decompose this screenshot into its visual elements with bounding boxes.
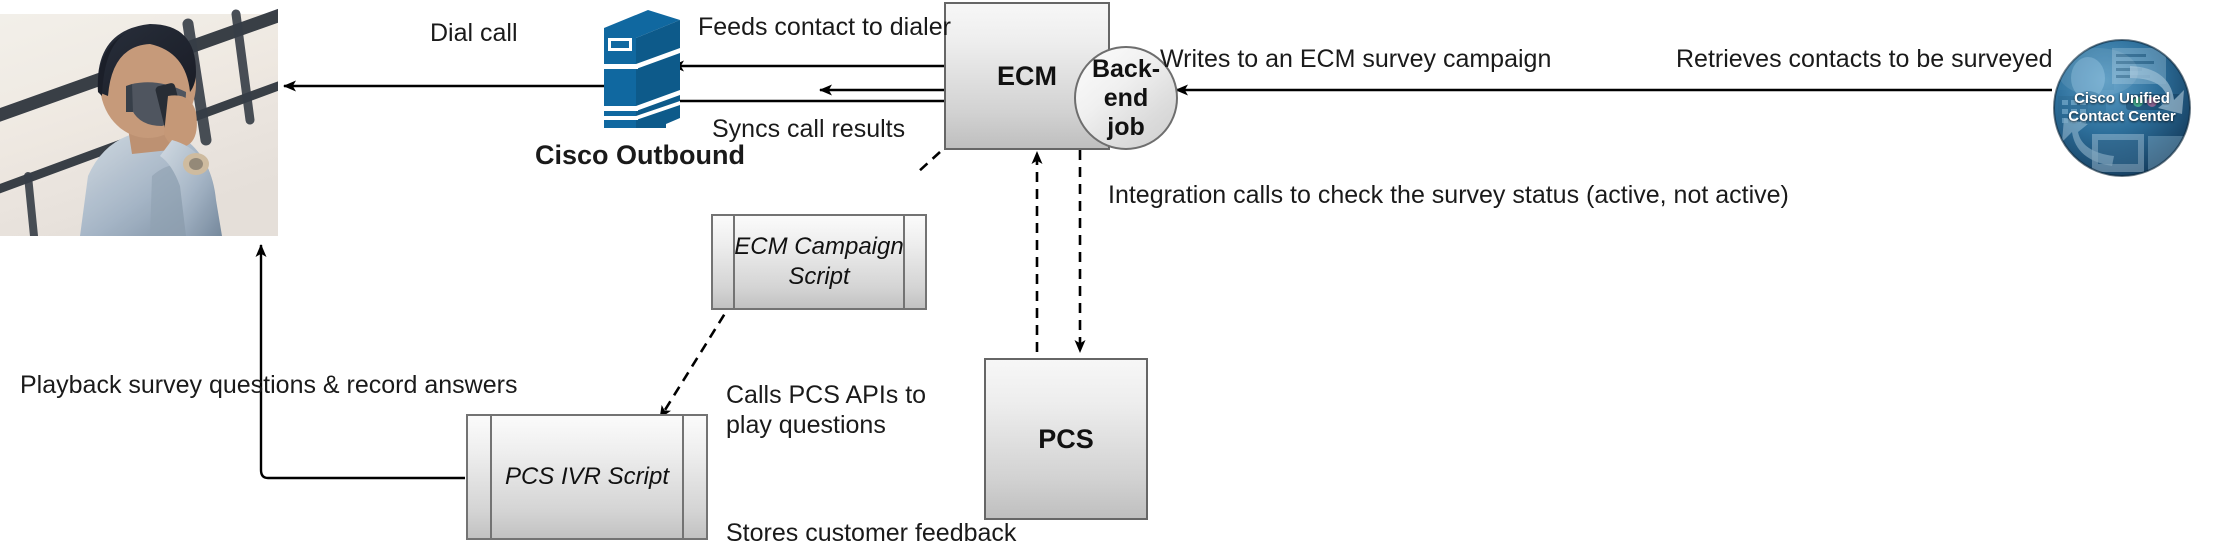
edge-label-feeds-contact: Feeds contact to dialer — [698, 13, 951, 41]
edge-label-calls-pcs-apis-line2: play questions — [726, 411, 886, 439]
pcs-ivr-script-label: PCS IVR Script — [504, 463, 670, 490]
edge-label-writes-campaign: Writes to an ECM survey campaign — [1160, 45, 1552, 73]
pp-left-bar — [733, 216, 735, 308]
cisco-unified-contact-center-logo: Cisco Unified Contact Center — [2052, 38, 2192, 178]
ecm-campaign-script-label: ECM Campaign Script — [713, 232, 925, 292]
ecm-campaign-script-node[interactable]: ECM Campaign Script — [711, 214, 927, 310]
pp-right-bar — [682, 416, 684, 538]
pcs-ivr-script-node[interactable]: PCS IVR Script — [466, 414, 708, 540]
logo-text-line2: Contact Center — [2068, 108, 2176, 125]
edge-label-integration-calls: Integration calls to check the survey st… — [1108, 181, 1789, 209]
edge-label-playback-survey: Playback survey questions & record answe… — [20, 371, 518, 399]
logo-text-line1: Cisco Unified — [2074, 90, 2170, 107]
backend-job-label-line2: job — [1107, 112, 1145, 141]
edge-label-stores-feedback: Stores customer feedback — [726, 519, 1017, 547]
edge-label-retrieves-contacts: Retrieves contacts to be surveyed — [1676, 45, 2053, 73]
pp-right-bar — [903, 216, 905, 308]
backend-job-label: Back-end job — [1076, 55, 1176, 142]
edge-playback-line — [255, 244, 465, 480]
customer-photo-image — [0, 0, 278, 236]
backend-job-label-line1: Back-end — [1091, 54, 1161, 112]
cisco-outbound-label: Cisco Outbound — [535, 140, 745, 170]
customer-photo — [0, 0, 278, 236]
ecm-label: ECM — [997, 60, 1057, 91]
edge-label-syncs-call-results: Syncs call results — [712, 115, 906, 143]
globe-icon — [2053, 39, 2191, 177]
pp-left-bar — [490, 416, 492, 538]
cisco-outbound-group — [592, 6, 688, 134]
edge-label-calls-pcs-apis-line1: Calls PCS APIs to — [726, 381, 927, 409]
ecm-campaign-script-line2: Script — [788, 263, 850, 290]
ecm-campaign-script-line1: ECM Campaign — [734, 233, 904, 260]
edge-label-dial-call: Dial call — [430, 19, 518, 47]
pcs-label: PCS — [1038, 423, 1094, 454]
backend-job-node[interactable]: Back-end job — [1074, 46, 1178, 150]
server-icon — [602, 10, 680, 128]
pcs-node[interactable]: PCS — [984, 358, 1148, 520]
edge-ecm-to-campaign-script-dashed — [917, 151, 941, 173]
